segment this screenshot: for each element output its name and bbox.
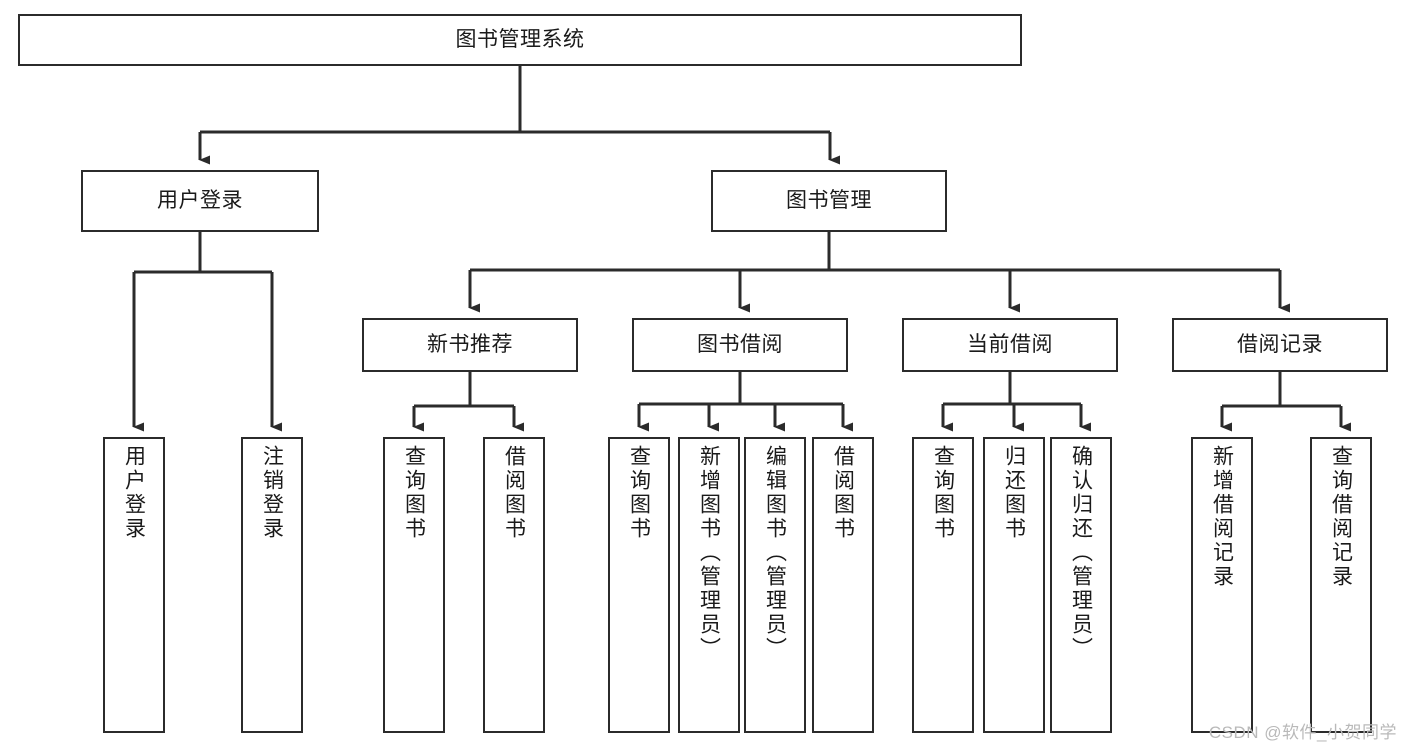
node-leaf-add-book-admin[interactable]: 新增图书（管理员） [678,437,740,733]
node-leaf-query-loan-record-label: 查询借阅记录 [1329,445,1353,589]
node-leaf-borrow-book-2[interactable]: 借阅图书 [812,437,874,733]
node-leaf-add-book-admin-label: 新增图书（管理员） [697,445,721,661]
node-current-loan[interactable]: 当前借阅 [902,318,1118,372]
node-leaf-query-book-3-label: 查询图书 [931,445,955,541]
node-new-book-rec-label: 新书推荐 [427,332,513,356]
node-leaf-return-book-label: 归还图书 [1002,445,1026,541]
node-leaf-borrow-book-2-label: 借阅图书 [831,445,855,541]
node-leaf-edit-book-admin-label: 编辑图书（管理员） [763,445,787,661]
node-book-borrow-label: 图书借阅 [697,332,783,356]
node-user-login-label: 用户登录 [157,188,243,212]
node-leaf-borrow-book-1[interactable]: 借阅图书 [483,437,545,733]
node-loan-record[interactable]: 借阅记录 [1172,318,1388,372]
node-user-login[interactable]: 用户登录 [81,170,319,232]
node-new-book-rec[interactable]: 新书推荐 [362,318,578,372]
node-leaf-query-book-3[interactable]: 查询图书 [912,437,974,733]
node-leaf-query-book-1-label: 查询图书 [402,445,426,541]
node-leaf-add-loan-record[interactable]: 新增借阅记录 [1191,437,1253,733]
node-leaf-query-book-1[interactable]: 查询图书 [383,437,445,733]
node-loan-record-label: 借阅记录 [1237,332,1323,356]
node-leaf-borrow-book-1-label: 借阅图书 [502,445,526,541]
node-book-manage-label: 图书管理 [786,188,872,212]
node-leaf-confirm-return-label: 确认归还（管理员） [1069,445,1093,661]
node-current-loan-label: 当前借阅 [967,332,1053,356]
node-book-borrow[interactable]: 图书借阅 [632,318,848,372]
node-leaf-add-loan-record-label: 新增借阅记录 [1210,445,1234,589]
node-root[interactable]: 图书管理系统 [18,14,1022,66]
node-book-manage[interactable]: 图书管理 [711,170,947,232]
node-leaf-query-book-2-label: 查询图书 [627,445,651,541]
node-leaf-edit-book-admin[interactable]: 编辑图书（管理员） [744,437,806,733]
node-leaf-login-user[interactable]: 用户登录 [103,437,165,733]
node-leaf-query-book-2[interactable]: 查询图书 [608,437,670,733]
node-root-label: 图书管理系统 [455,27,585,51]
node-leaf-logout-user-label: 注销登录 [260,445,284,541]
node-leaf-login-user-label: 用户登录 [122,445,146,541]
node-leaf-return-book[interactable]: 归还图书 [983,437,1045,733]
node-leaf-query-loan-record[interactable]: 查询借阅记录 [1310,437,1372,733]
node-leaf-logout-user[interactable]: 注销登录 [241,437,303,733]
node-leaf-confirm-return[interactable]: 确认归还（管理员） [1050,437,1112,733]
